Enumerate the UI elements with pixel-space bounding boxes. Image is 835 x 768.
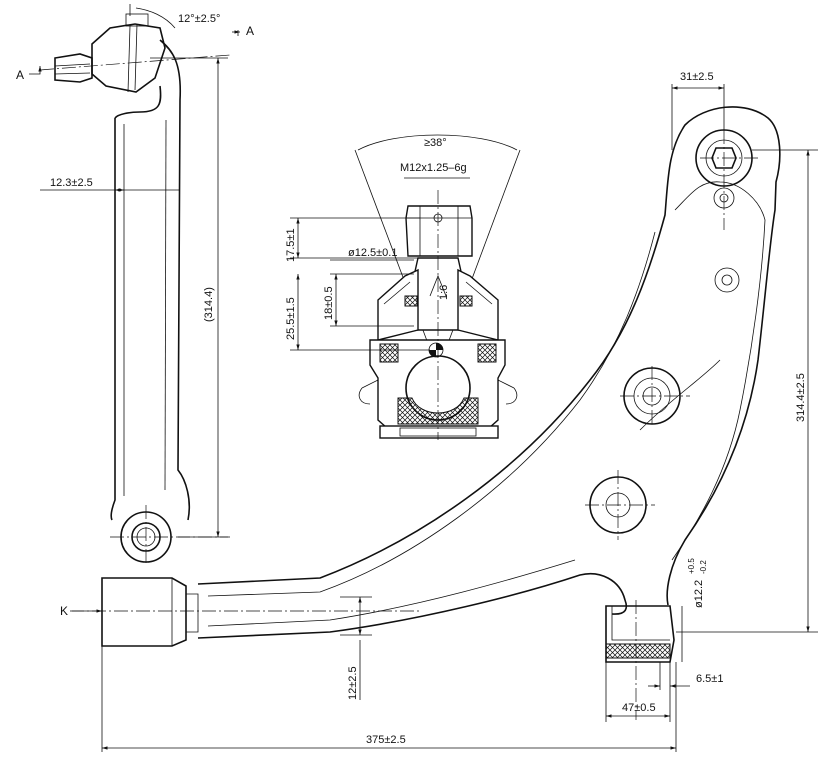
main-view: K 31±2.5 314.4±2.5 ø12.2 +0.5 -0.2 12±2.…: [60, 71, 818, 752]
side-view: A A 12°±2.5° (314.4) 12.3±2.5: [16, 4, 254, 565]
dim-bush-tol-upper: +0.5: [687, 558, 696, 574]
dim-bush-width: 47±0.5: [622, 702, 656, 714]
dim-body-height: 25.5±1.5: [285, 297, 297, 340]
dim-bush-tol-lower: -0.2: [699, 560, 708, 574]
dim-top-width: 31±2.5: [680, 71, 714, 83]
dim-bush-offset: 6.5±1: [696, 673, 723, 685]
dim-cone-angle: ≥38°: [424, 137, 447, 149]
dim-stud-length: 17.5±1: [285, 228, 297, 262]
section-mark-left: A: [16, 68, 24, 82]
dim-length-side: (314.4): [203, 287, 215, 322]
dim-length-main: 314.4±2.5: [795, 373, 807, 422]
ball-joint-section: ≥38° M12x1.25–6g 1:6: [285, 134, 521, 440]
dim-offset-bottom: 12±2.5: [347, 666, 359, 700]
dim-offset-left: 12.3±2.5: [50, 177, 93, 189]
dim-overall-length: 375±2.5: [366, 734, 406, 746]
dim-stud-dia: ø12.5±0.1: [348, 247, 397, 259]
dim-taper-len: 18±0.5: [323, 286, 335, 320]
dim-thread: M12x1.25–6g: [400, 162, 467, 174]
dim-bush-dia: ø12.2: [693, 580, 705, 608]
section-mark-right: A: [246, 24, 254, 38]
dim-angle-top: 12°±2.5°: [178, 13, 220, 25]
dim-taper: 1:6: [438, 285, 450, 300]
view-label-k: K: [60, 604, 68, 618]
